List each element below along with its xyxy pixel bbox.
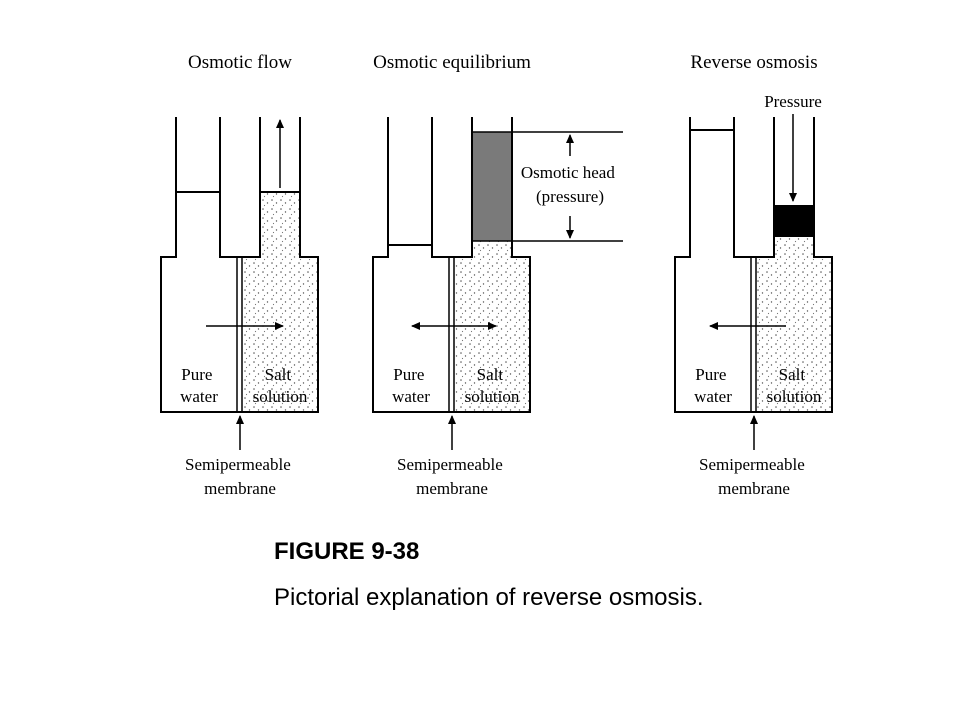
- figure-number: FIGURE 9-38: [274, 538, 420, 565]
- pure-water-label: Pure water: [392, 365, 430, 406]
- vessel-outline: [372, 117, 531, 413]
- salt-solution-label: Salt solution: [253, 365, 308, 406]
- panel-title: Reverse osmosis: [690, 52, 817, 73]
- vessel-outline: [160, 117, 319, 413]
- salt-solution-fill: [756, 237, 832, 412]
- vessel-outline: [674, 117, 833, 413]
- vessel-inner-wall: [219, 117, 261, 258]
- membrane-label: Semipermeable membrane: [185, 455, 295, 498]
- pressure-label: Pressure: [764, 92, 822, 111]
- salt-solution-label: Salt solution: [465, 365, 520, 406]
- membrane-label: Semipermeable membrane: [397, 455, 507, 498]
- pressure-piston: [774, 205, 814, 237]
- vessel-inner-wall: [431, 117, 473, 258]
- osmosis-diagram: Osmotic flow Pure water Salt solution Se…: [160, 52, 833, 498]
- vessel-inner-wall: [733, 117, 775, 258]
- panel-osmotic-flow: Osmotic flow Pure water Salt solution Se…: [160, 52, 319, 498]
- osmotic-head-label: Osmotic head (pressure): [521, 163, 619, 206]
- panel-reverse-osmosis: Reverse osmosis Pressure Pure water Salt…: [674, 52, 833, 498]
- panel-osmotic-equilibrium: Osmotic equilibrium Osmotic head (pressu…: [372, 52, 623, 498]
- membrane-label: Semipermeable membrane: [699, 455, 809, 498]
- figure-caption: FIGURE 9-38 Pictorial explanation of rev…: [272, 530, 832, 616]
- panel-title: Osmotic flow: [188, 52, 292, 73]
- salt-solution-label: Salt solution: [767, 365, 822, 406]
- panel-title: Osmotic equilibrium: [373, 52, 531, 73]
- pure-water-label: Pure water: [694, 365, 732, 406]
- pure-water-label: Pure water: [180, 365, 218, 406]
- figure-description: Pictorial explanation of reverse osmosis…: [274, 584, 704, 611]
- osmotic-head-column: [471, 131, 513, 242]
